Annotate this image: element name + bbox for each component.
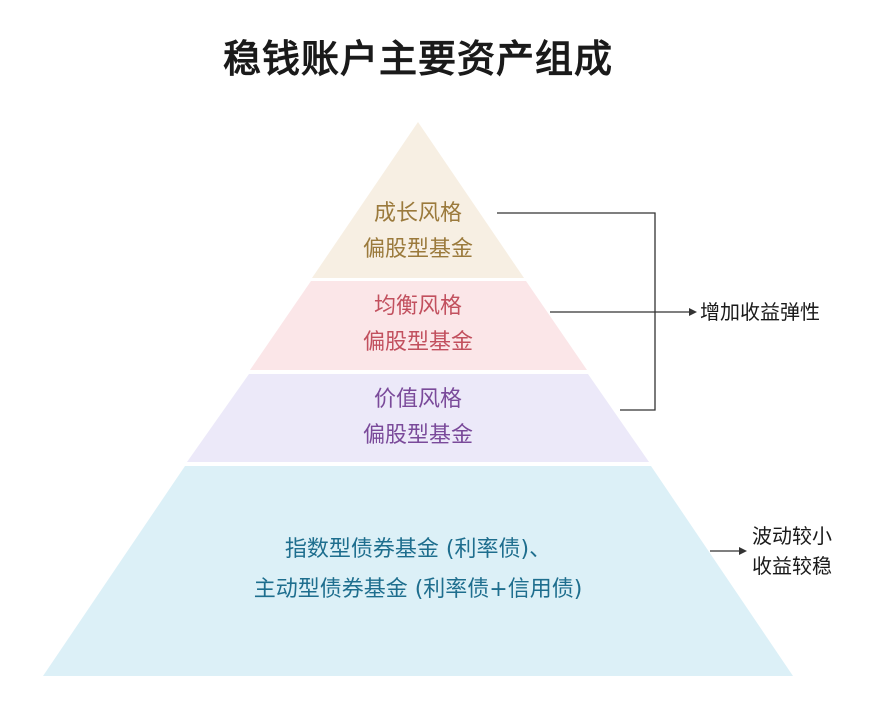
equity-annotation: 增加收益弹性 (700, 300, 820, 324)
layer-balanced-label: 均衡风格 偏股型基金 (318, 289, 518, 361)
layer-bond-label: 指数型债券基金 (利率债)、 主动型债券基金 (利率债+信用债) (168, 530, 668, 610)
layer-value-label: 价值风格 偏股型基金 (318, 382, 518, 454)
layer-label-line: 偏股型基金 (362, 423, 473, 448)
layer-label-line: 成长风格 (373, 201, 462, 226)
bond-annotation-line: 收益较稳 (752, 554, 832, 578)
layer-label-line: 价值风格 (373, 387, 462, 412)
bond-annotation: 波动较小 收益较稳 (752, 521, 832, 581)
bond-annotation-line: 波动较小 (752, 524, 832, 548)
diagram-title: 稳钱账户主要资产组成 (222, 37, 613, 81)
layer-growth-label: 成长风格 偏股型基金 (318, 196, 518, 268)
layer-value (187, 374, 649, 462)
layer-label-line: 偏股型基金 (362, 330, 473, 355)
layer-label-line: 均衡风格 (373, 294, 462, 319)
arrow-head-icon (739, 547, 747, 555)
layer-label-line: 指数型债券基金 (利率债)、 (284, 537, 552, 562)
layer-label-line: 偏股型基金 (362, 237, 473, 262)
layer-balanced (250, 281, 587, 370)
layer-bond (43, 466, 793, 676)
bracket-connector (497, 212, 740, 552)
layer-label-line: 主动型债券基金 (利率债+信用债) (253, 577, 583, 602)
layer-growth (312, 122, 524, 278)
arrow-head-icon (689, 308, 697, 316)
